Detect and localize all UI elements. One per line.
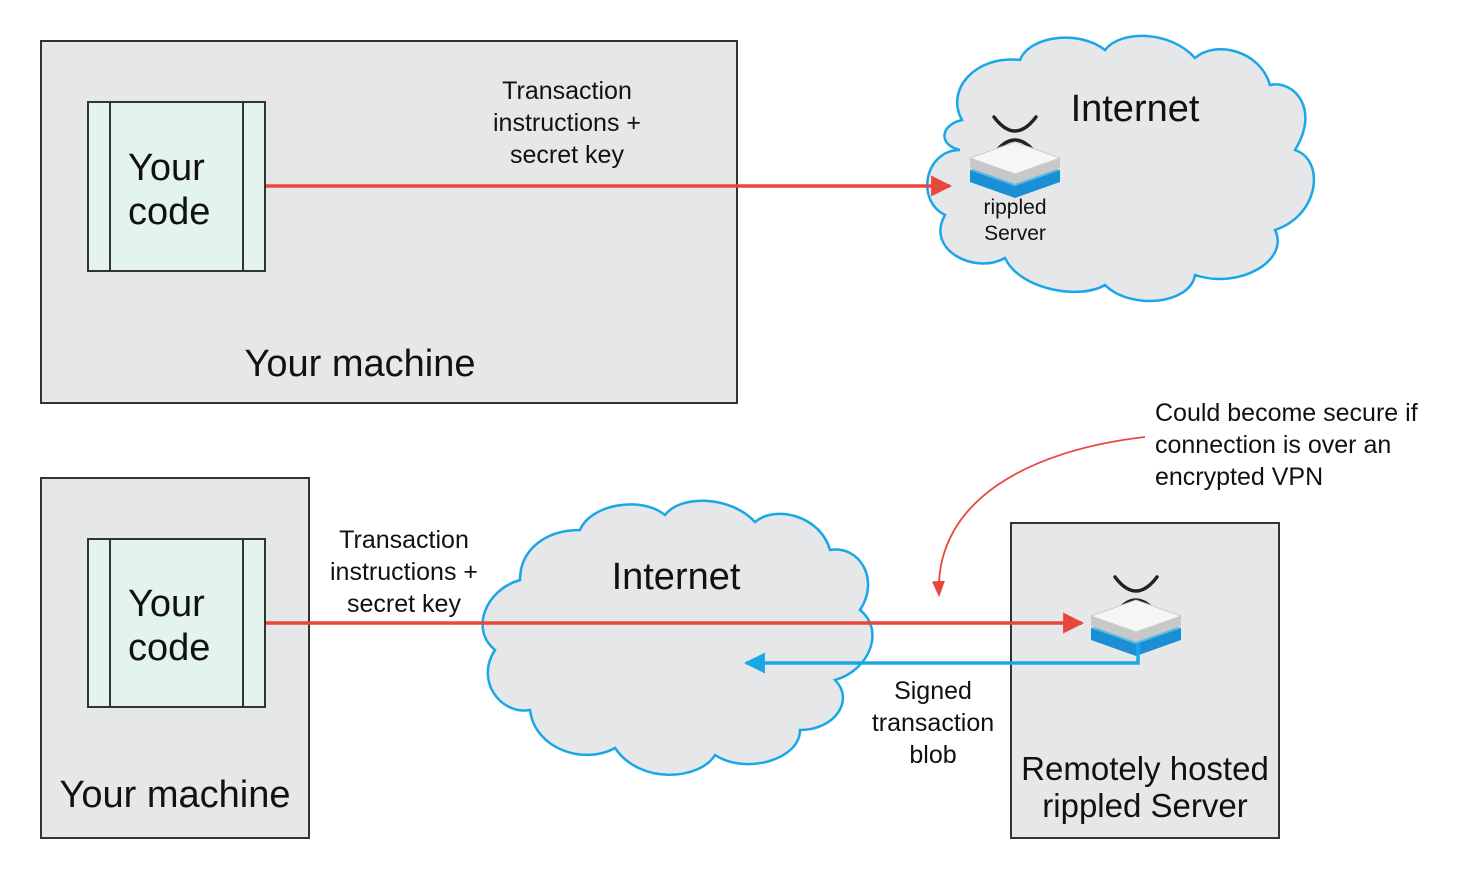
- top-cloud-label: Internet: [1071, 88, 1200, 130]
- top-scenario: Your code Your machine Transaction instr…: [40, 34, 1316, 404]
- top-arrow-label-line1: Transaction: [502, 77, 632, 105]
- bottom-arrow-label: Transaction instructions + secret key: [330, 526, 478, 618]
- vpn-annotation-line2: connection is over an: [1155, 431, 1391, 459]
- vpn-annotation: Could become secure if connection is ove…: [1155, 399, 1418, 491]
- server-stack-icon: [1089, 599, 1183, 656]
- top-server-label-line1: rippled: [983, 196, 1046, 219]
- top-arrow-label-line3: secret key: [510, 141, 624, 169]
- top-machine-label: Your machine: [245, 343, 476, 385]
- bottom-arrow-label-line3: secret key: [347, 590, 461, 618]
- top-server-icon: rippled Server: [968, 115, 1062, 245]
- remote-server-label: Remotely hosted rippled Server: [1021, 750, 1269, 824]
- bottom-scenario: Your code Your machine Internet Transact…: [40, 399, 1418, 839]
- bottom-cloud-label: Internet: [612, 556, 741, 598]
- remote-server-label-line2: rippled Server: [1042, 787, 1247, 824]
- bottom-code-label-line2: code: [128, 627, 210, 669]
- return-arrow-label: Signed transaction blob: [872, 677, 994, 769]
- remote-server-label-line1: Remotely hosted: [1021, 750, 1269, 787]
- signed-blob-return-arrow: [743, 644, 1140, 674]
- vpn-annotation-line1: Could become secure if: [1155, 399, 1418, 427]
- bottom-arrow-label-line2: instructions +: [330, 558, 478, 586]
- top-code-label-line2: code: [128, 191, 210, 233]
- vpn-annotation-arrow: [931, 436, 1146, 598]
- top-arrow-label-line2: instructions +: [493, 109, 641, 137]
- bottom-code-block: Your code: [87, 538, 266, 708]
- top-cloud: Internet: [926, 34, 1316, 303]
- remote-server-box: [1010, 522, 1280, 839]
- bottom-machine-label: Your machine: [60, 774, 291, 816]
- top-code-label-line1: Your: [128, 147, 205, 189]
- vpn-annotation-line3: encrypted VPN: [1155, 463, 1323, 491]
- top-code-block: Your code: [87, 101, 266, 272]
- bottom-code-label-line1: Your: [128, 583, 205, 625]
- top-server-label-line2: Server: [984, 222, 1046, 245]
- return-arrow-label-line3: blob: [909, 741, 956, 769]
- bottom-arrow-label-line1: Transaction: [339, 526, 469, 554]
- server-stack-icon: [968, 141, 1062, 198]
- bottom-cloud: Internet: [481, 499, 874, 776]
- remote-server-icon: [1089, 575, 1183, 656]
- top-arrow-label: Transaction instructions + secret key: [493, 77, 641, 169]
- return-arrow-label-line2: transaction: [872, 709, 994, 737]
- return-arrow-label-line1: Signed: [894, 677, 972, 705]
